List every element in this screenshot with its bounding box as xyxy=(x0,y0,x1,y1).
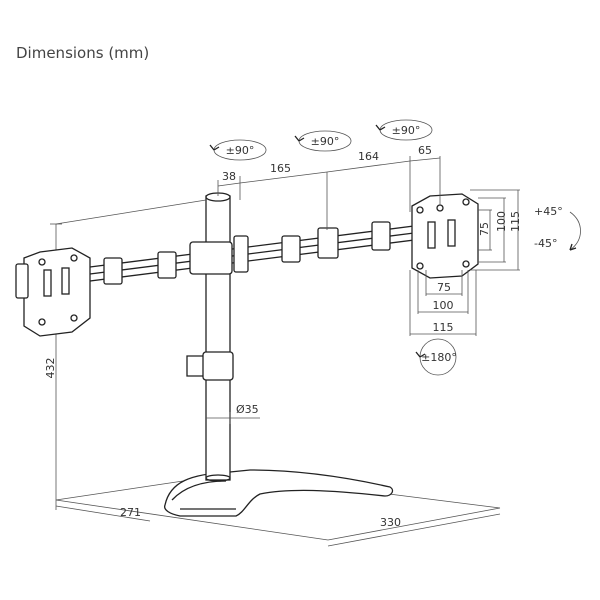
swivel-arrow xyxy=(569,211,581,251)
tilt-arrow-center xyxy=(294,130,352,152)
dim-height: 432 xyxy=(44,358,57,379)
page-title: Dimensions (mm) xyxy=(16,44,150,62)
rotate-arrow xyxy=(415,338,457,376)
vesa-plate-right xyxy=(411,193,479,279)
height-dimension xyxy=(50,199,207,500)
swivel-plus-label: +45° xyxy=(534,205,563,218)
dim-pole-diameter: Ø35 xyxy=(236,403,259,416)
dim-vesa-w-115: 115 xyxy=(433,321,454,334)
rotate-label: ±180° xyxy=(421,351,457,364)
swivel-minus-label: -45° xyxy=(534,237,557,250)
dim-arm-end: 65 xyxy=(418,144,432,157)
base-depth-dimension xyxy=(55,500,151,522)
vesa-height-dimensions xyxy=(470,189,520,271)
pole-diameter-dimension xyxy=(206,412,260,424)
dim-arm-offset: 38 xyxy=(222,170,236,183)
tilt-label-left: ±90° xyxy=(226,144,255,157)
dim-vesa-w-75: 75 xyxy=(437,281,451,294)
dim-vesa-h-100: 100 xyxy=(495,211,508,232)
tilt-label-right: ±90° xyxy=(392,124,421,137)
vesa-plate-left xyxy=(15,247,91,337)
vesa-width-dimensions xyxy=(409,270,477,336)
tilt-arrow-left xyxy=(209,139,267,161)
dim-vesa-h-115: 115 xyxy=(509,211,522,232)
tilt-arrow-right xyxy=(375,119,433,141)
tilt-label-center: ±90° xyxy=(311,135,340,148)
dim-vesa-w-100: 100 xyxy=(433,299,454,312)
pole xyxy=(186,192,234,482)
arm-joints xyxy=(103,221,391,285)
dim-arm-seg-1: 165 xyxy=(270,162,291,175)
dim-vesa-h-75: 75 xyxy=(478,222,491,236)
dim-base-width: 330 xyxy=(380,516,401,529)
dim-arm-seg-2: 164 xyxy=(358,150,379,163)
dim-base-depth: 271 xyxy=(120,506,141,519)
base-width-dimension xyxy=(327,513,501,547)
arm-length-dimensions xyxy=(217,156,441,230)
base-foot xyxy=(164,469,394,517)
